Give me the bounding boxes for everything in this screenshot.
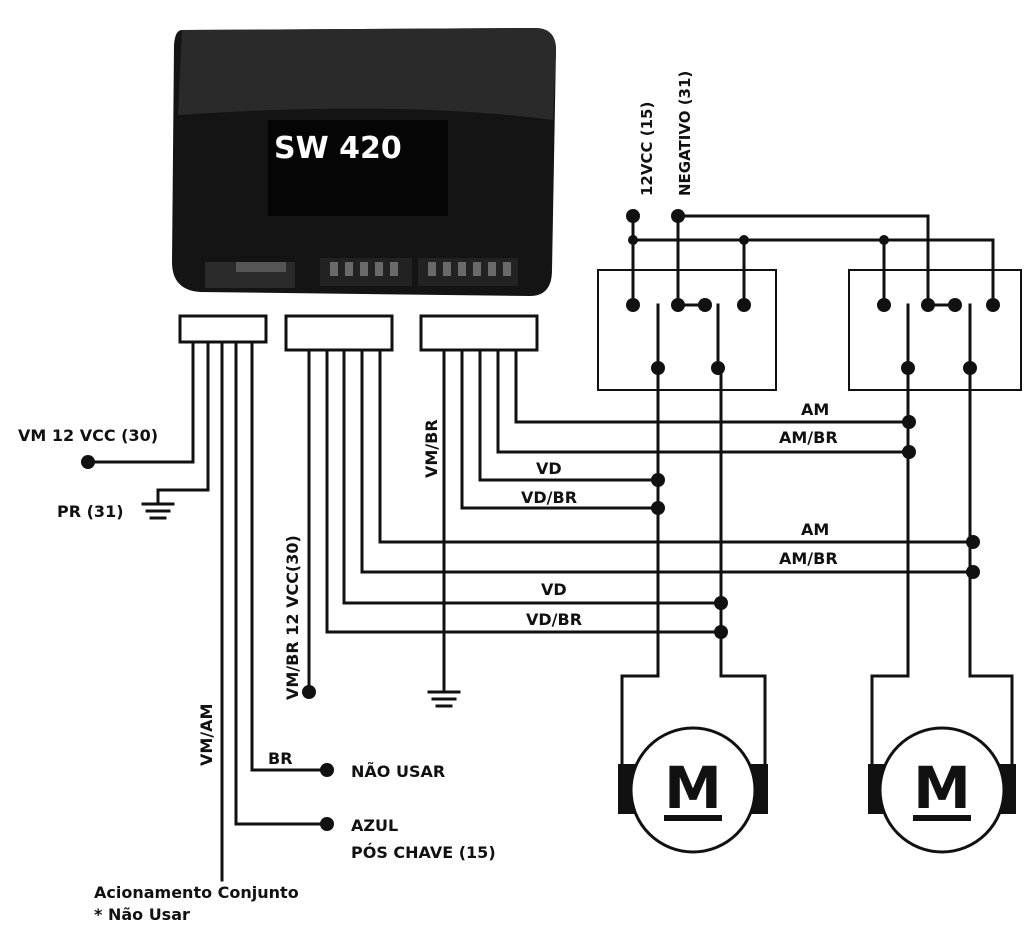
relay-2: [848, 269, 1022, 391]
wire-am-2: AM: [801, 520, 829, 539]
vm-br-label: VM/BR: [422, 419, 441, 478]
device-label: SW 420: [274, 131, 402, 166]
supply-12vcc-label: 12VCC (15): [638, 102, 656, 196]
vm-am-label: VM/AM: [197, 704, 216, 766]
pr-label: PR (31): [57, 502, 124, 521]
wire-ambr-1: AM/BR: [779, 428, 838, 447]
motor-1: M: [618, 716, 768, 854]
terminal-azul: [320, 817, 334, 831]
br-label: BR: [268, 749, 293, 768]
vm-12vcc-label: VM 12 VCC (30): [18, 426, 158, 445]
azul-label: AZUL: [351, 816, 398, 835]
pos-chave-label: PÓS CHAVE (15): [351, 843, 496, 862]
terminal-nao-usar: [320, 763, 334, 777]
supply-negativo-label: NEGATIVO (31): [676, 71, 694, 196]
connector-right: [419, 314, 539, 352]
supply-wiring: [626, 209, 995, 307]
connector-left: [178, 314, 268, 344]
motor-1-label: M: [664, 754, 722, 822]
nao-usar-note: * Não Usar: [94, 905, 190, 924]
sw420-module: SW 420: [172, 28, 556, 296]
wire-vd-2: VD: [541, 580, 567, 599]
middle-connector-wires: [302, 348, 975, 699]
left-connector-wires: [81, 340, 334, 882]
wire-am-1: AM: [801, 400, 829, 419]
right-connector-wires: [427, 348, 911, 708]
wire-vdbr-1: VD/BR: [521, 488, 577, 507]
acionamento-label: Acionamento Conjunto: [94, 883, 299, 902]
wire-vdbr-2: VD/BR: [526, 610, 582, 629]
terminal-vm-br-12vcc: [302, 685, 316, 699]
nao-usar-label: NÃO USAR: [351, 762, 445, 781]
vm-br-12vcc-label: VM/BR 12 VCC(30): [283, 535, 302, 700]
connector-middle: [284, 314, 394, 352]
wire-ambr-2: AM/BR: [779, 549, 838, 568]
motor-leads: [620, 366, 1014, 720]
motor-2-label: M: [913, 754, 971, 822]
motor-2: M: [868, 716, 1016, 854]
terminal-vm-12vcc: [81, 455, 95, 469]
relay-1: [597, 269, 777, 391]
wire-vd-1: VD: [536, 459, 562, 478]
